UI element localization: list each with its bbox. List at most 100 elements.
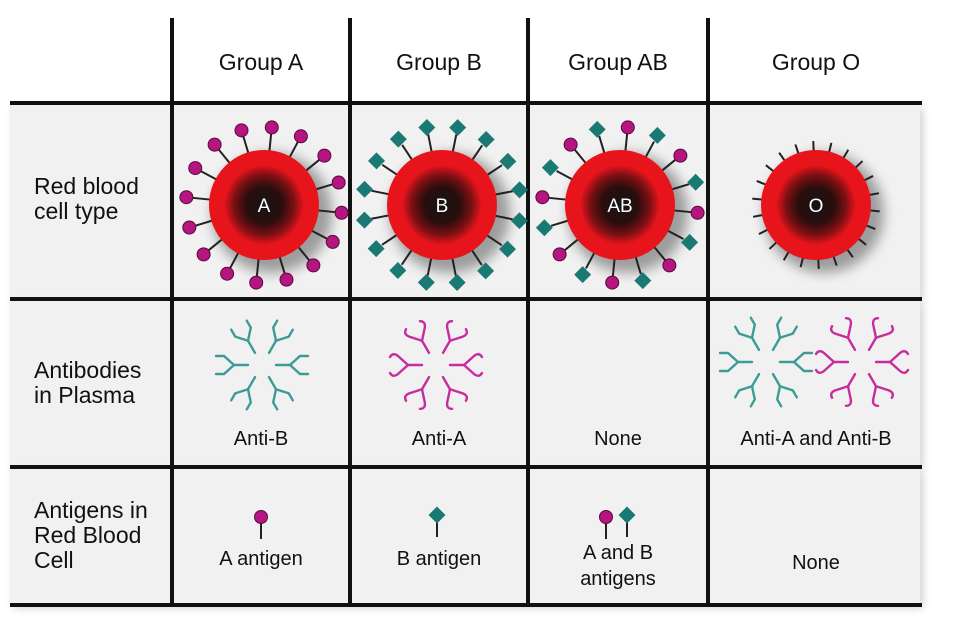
antibody-icon: [448, 353, 484, 377]
antigen-stalk: [671, 209, 692, 214]
antibody-arm: [245, 388, 253, 411]
antigen-b-icon: [588, 120, 606, 138]
antibody-icon: [230, 375, 257, 411]
antigen-stalk: [634, 254, 642, 275]
antibody-stem: [420, 339, 431, 355]
antigen-stalk: [200, 170, 219, 182]
antibody-arm: [445, 319, 454, 342]
antigen-stalk: [470, 144, 484, 163]
antibody-icon: [829, 316, 857, 352]
antigen-a-icon: [690, 205, 705, 220]
antibody-icon: [718, 351, 754, 373]
antigen-b-icon: [535, 219, 553, 237]
antibody-arm: [871, 385, 880, 408]
antibody-arm: [230, 388, 250, 402]
antigen-b-icon: [618, 506, 636, 524]
antibody-stem: [846, 372, 857, 388]
antibody-stem: [867, 336, 878, 352]
antibody-arm: [245, 319, 253, 342]
antigen-a-icon: [673, 148, 688, 163]
antigen-stalk: [643, 141, 655, 160]
antigen-b-icon: [541, 159, 559, 177]
antigen-stalk: [217, 148, 232, 166]
antigen-stalk: [556, 170, 575, 182]
antibody-stem: [750, 336, 761, 352]
antibody-arm: [792, 351, 814, 364]
antibody-arm: [214, 354, 236, 367]
antibody-icon: [829, 372, 857, 408]
antigen-b-icon: [499, 240, 517, 258]
antibody-icon: [771, 372, 798, 408]
antigen-b-icon: [477, 130, 495, 148]
antigen-b-marker: [428, 506, 446, 537]
grid-line-h1: [10, 101, 922, 105]
antibody-arm: [462, 353, 484, 367]
antibody-caption-group-ab: None: [594, 428, 642, 450]
antibody-arm: [271, 388, 279, 411]
grid-line-v3: [526, 18, 530, 606]
antigen-a-icon: [293, 129, 308, 144]
antigen-b-icon: [428, 506, 446, 524]
antibody-icon: [441, 375, 469, 411]
antibody-stem: [441, 339, 452, 355]
antibody-icon: [403, 375, 431, 411]
antigen-b-icon: [389, 130, 407, 148]
antibody-stem: [771, 372, 782, 388]
antibody-arm: [448, 388, 469, 403]
antigen-stalk: [371, 213, 392, 220]
antibody-arm: [775, 316, 783, 339]
antigen-a-icon: [552, 247, 567, 262]
antibody-icon: [734, 316, 761, 352]
antigen-b-icon: [510, 212, 528, 230]
antibody-arm: [844, 385, 853, 408]
antigen-b-icon: [449, 119, 467, 137]
antigen-a-icon: [599, 510, 613, 524]
antigen-a-icon: [334, 205, 349, 220]
antigen-stalk: [303, 158, 321, 173]
antibody-arm: [462, 363, 484, 377]
antigen-stalk: [426, 255, 433, 276]
antibody-icon: [771, 316, 798, 352]
cell-core: [776, 165, 856, 245]
antigen-stalk: [550, 219, 571, 227]
antigen-stalk: [381, 232, 400, 246]
antigen-stalk: [192, 196, 213, 201]
row-label-line: cell type: [34, 198, 119, 224]
anti-a-antibodies-group-o: [814, 316, 910, 408]
antibody-arm: [829, 385, 850, 400]
antigen-stalk: [484, 164, 503, 178]
antigen-stalk: [598, 135, 606, 156]
antigen-stalk: [278, 254, 286, 275]
antigen-a-icon: [220, 266, 235, 281]
antibody-arm: [778, 325, 798, 339]
antibody-stem: [246, 339, 257, 355]
column-header-group-o: Group O: [771, 49, 861, 75]
antigen-a-icon: [264, 120, 279, 135]
antibody-arm: [814, 350, 836, 364]
antigen-a-icon: [196, 247, 211, 262]
antigen-stalk: [669, 183, 690, 191]
anti-a-antibodies-group-b: [388, 319, 484, 411]
antibody-icon: [867, 316, 895, 352]
antibody-arm: [844, 316, 853, 339]
antigen-stalk: [296, 244, 311, 262]
antigen-caption-group-a: A antigen: [219, 548, 303, 570]
antibody-arm: [829, 324, 850, 339]
antibody-arm: [734, 325, 754, 339]
antigen-a-icon: [234, 123, 249, 138]
grid-line-h2: [10, 297, 922, 301]
antibody-arm: [874, 385, 895, 400]
antibody-stem: [420, 375, 431, 391]
antibody-arm: [418, 319, 427, 342]
antibody-arm: [778, 385, 798, 399]
grid-line-h3: [10, 465, 922, 469]
antibody-icon: [867, 372, 895, 408]
antibody-caption-group-a: Anti-B: [233, 428, 289, 450]
antibody-arm: [388, 353, 410, 367]
antigen-stalk: [315, 209, 336, 214]
antigen-stalk: [309, 228, 328, 240]
antibody-arm: [792, 360, 814, 373]
antigen-b-icon: [634, 272, 652, 290]
grid-line-v1: [170, 18, 174, 606]
